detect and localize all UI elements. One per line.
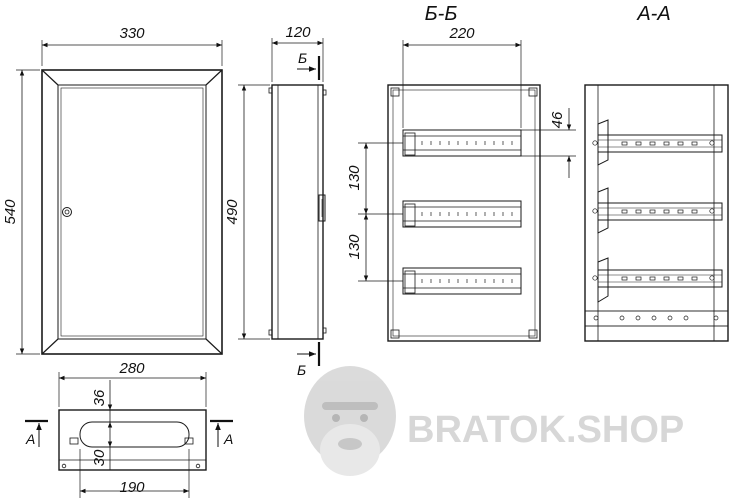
rail-pitch-2-label: 130 [346,234,363,260]
front-width-label: 330 [119,25,145,42]
cut-line-b [297,56,321,366]
side-height-label: 490 [224,199,241,225]
bottom-inner-label: 190 [119,479,145,496]
section-width-label: 220 [448,25,475,42]
bottom-gap-label: 36 [91,389,108,406]
section-a-view [584,84,729,342]
door-lock-icon [62,207,72,217]
cut-b-bottom-label: Б [297,362,306,378]
rail-offset-label: 46 [549,111,566,128]
cut-a-right-label: А [223,431,233,447]
bottom-width-label: 280 [118,360,145,377]
section-b-view [358,40,576,342]
section-b-title: Б-Б [425,3,458,25]
rail-pitch-1-label: 130 [346,165,363,191]
front-view [16,40,223,355]
cut-a-left-label: А [25,431,35,447]
section-a-title: А-А [636,3,670,25]
side-view [238,38,327,340]
side-depth-label: 120 [285,24,311,41]
watermark: BRATOK.SHOP [304,366,684,476]
gorilla-icon [304,366,396,476]
watermark-text: BRATOK.SHOP [407,409,684,451]
cut-b-top-label: Б [298,50,307,66]
bottom-view [58,372,207,498]
cut-line-a [25,419,233,447]
front-height-label: 540 [2,199,19,225]
bottom-slot-label: 30 [91,449,108,466]
